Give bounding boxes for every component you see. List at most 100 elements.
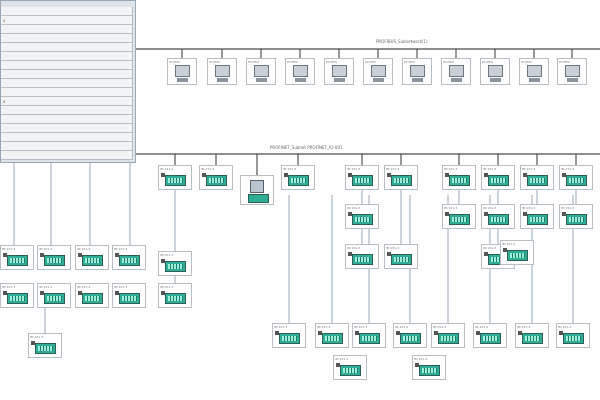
device-icon bbox=[348, 252, 352, 256]
io-device[interactable]: IM 151-3 bbox=[199, 165, 233, 190]
module-rack-icon bbox=[165, 261, 186, 272]
module-rack-icon bbox=[352, 254, 373, 265]
io-device[interactable]: IM 151-3 bbox=[158, 165, 192, 190]
io-device[interactable]: IM 151-3 bbox=[345, 204, 379, 229]
io-device[interactable]: IM 151-3 bbox=[158, 283, 192, 308]
io-device[interactable]: IM 151-3 bbox=[75, 245, 109, 270]
io-device[interactable]: IM 151-3 bbox=[442, 204, 476, 229]
profibus-station[interactable]: PC/HMI bbox=[246, 58, 276, 85]
device-caption: IM 151-3 bbox=[561, 206, 575, 210]
monitor-icon bbox=[371, 65, 386, 77]
profibus-station[interactable]: PC/HMI bbox=[519, 58, 549, 85]
properties-row-divider bbox=[1, 105, 132, 106]
monitor-base-icon bbox=[490, 78, 501, 82]
io-device[interactable]: IM 151-3 bbox=[75, 283, 109, 308]
device-icon bbox=[434, 331, 438, 335]
profibus-station[interactable]: PC/HMI bbox=[402, 58, 432, 85]
profibus-station[interactable]: PC/HMI bbox=[207, 58, 237, 85]
io-device[interactable]: IM 151-3 bbox=[431, 323, 465, 348]
io-device[interactable]: IM 151-3 bbox=[112, 245, 146, 270]
device-caption: IM 151-3 bbox=[386, 167, 400, 171]
profibus-station[interactable]: PC/HMI bbox=[480, 58, 510, 85]
properties-row-divider bbox=[1, 69, 132, 70]
module-rack-icon bbox=[488, 175, 509, 186]
device-caption: IM 151-3 bbox=[414, 357, 428, 361]
device-icon bbox=[31, 341, 35, 345]
profinet-label: PROFINET_Subnet PROFINET_IO-001 bbox=[270, 145, 343, 150]
properties-row-divider bbox=[1, 42, 132, 43]
io-device[interactable]: IM 151-3 bbox=[281, 165, 315, 190]
device-caption: IM 151-3 bbox=[561, 167, 575, 171]
properties-row-divider bbox=[1, 78, 132, 79]
hmi-screen-icon bbox=[250, 180, 264, 193]
profibus-station[interactable]: PC/HMI bbox=[363, 58, 393, 85]
profibus-station[interactable]: PC/HMI bbox=[324, 58, 354, 85]
profibus-station[interactable]: PC/HMI bbox=[557, 58, 587, 85]
io-device[interactable]: IM 151-3 bbox=[112, 283, 146, 308]
device-caption: IM 151-3 bbox=[483, 246, 497, 250]
properties-row-divider bbox=[1, 15, 132, 16]
profibus-station[interactable]: PC/HMI bbox=[167, 58, 197, 85]
io-device[interactable]: IM 151-3 bbox=[315, 323, 349, 348]
monitor-base-icon bbox=[295, 78, 306, 82]
profibus-station[interactable]: PC/HMI bbox=[441, 58, 471, 85]
io-device[interactable]: IM 151-3 bbox=[37, 283, 71, 308]
hmi-panel-device[interactable] bbox=[240, 175, 274, 205]
device-icon bbox=[284, 173, 288, 177]
io-device[interactable]: IM 151-3 bbox=[442, 165, 476, 190]
io-device[interactable]: IM 151-3 bbox=[345, 165, 379, 190]
io-device[interactable]: IM 151-3 bbox=[515, 323, 549, 348]
module-rack-icon bbox=[359, 333, 380, 344]
properties-row-divider bbox=[1, 141, 132, 142]
module-rack-icon bbox=[527, 214, 548, 225]
module-rack-icon bbox=[206, 175, 227, 186]
monitor-base-icon bbox=[334, 78, 345, 82]
station-caption: PC/HMI bbox=[326, 60, 337, 64]
properties-row-divider bbox=[1, 87, 132, 88]
io-device[interactable]: IM 151-3 bbox=[384, 165, 418, 190]
module-rack-icon bbox=[35, 343, 56, 354]
io-device[interactable]: IM 151-3 bbox=[393, 323, 427, 348]
device-caption: IM 151-3 bbox=[77, 285, 91, 289]
device-caption: IM 151-3 bbox=[77, 247, 91, 251]
properties-row-divider bbox=[1, 123, 132, 124]
io-device[interactable]: IM 151-3 bbox=[345, 244, 379, 269]
io-device[interactable]: IM 151-3 bbox=[0, 283, 34, 308]
device-caption: IM 151-3 bbox=[39, 247, 53, 251]
monitor-base-icon bbox=[529, 78, 540, 82]
io-device[interactable]: IM 151-3 bbox=[481, 204, 515, 229]
device-icon bbox=[445, 173, 449, 177]
io-device[interactable]: IM 151-3 bbox=[500, 240, 534, 265]
io-device[interactable]: IM 151-3 bbox=[272, 323, 306, 348]
device-caption: IM 151-3 bbox=[2, 247, 16, 251]
io-device[interactable]: IM 151-3 bbox=[158, 251, 192, 276]
io-device[interactable]: IM 151-3 bbox=[520, 204, 554, 229]
io-device[interactable]: IM 151-3 bbox=[412, 355, 446, 380]
properties-row-divider bbox=[1, 60, 132, 61]
io-device[interactable]: IM 151-3 bbox=[37, 245, 71, 270]
profibus-label: PROFIBUS_Subnetwork(1) bbox=[376, 39, 428, 44]
io-device[interactable]: IM 151-3 bbox=[481, 165, 515, 190]
io-device[interactable]: IM 151-3 bbox=[556, 323, 590, 348]
io-device[interactable]: IM 151-3 bbox=[352, 323, 386, 348]
io-device[interactable]: IM 151-3 bbox=[559, 165, 593, 190]
properties-row-divider bbox=[1, 114, 132, 115]
io-device[interactable]: IM 151-3 bbox=[0, 245, 34, 270]
io-device[interactable]: IM 151-3 bbox=[28, 333, 62, 358]
device-caption: IM 151-3 bbox=[39, 285, 53, 289]
device-icon bbox=[396, 331, 400, 335]
device-icon bbox=[336, 363, 340, 367]
monitor-icon bbox=[254, 65, 269, 77]
profibus-station[interactable]: PC/HMI bbox=[285, 58, 315, 85]
io-device[interactable]: IM 151-3 bbox=[473, 323, 507, 348]
device-caption: IM 151-3 bbox=[444, 206, 458, 210]
monitor-base-icon bbox=[412, 78, 423, 82]
io-device[interactable]: IM 151-3 bbox=[520, 165, 554, 190]
io-device[interactable]: IM 151-3 bbox=[559, 204, 593, 229]
io-device[interactable]: IM 151-3 bbox=[333, 355, 367, 380]
io-device[interactable]: IM 151-3 bbox=[384, 244, 418, 269]
